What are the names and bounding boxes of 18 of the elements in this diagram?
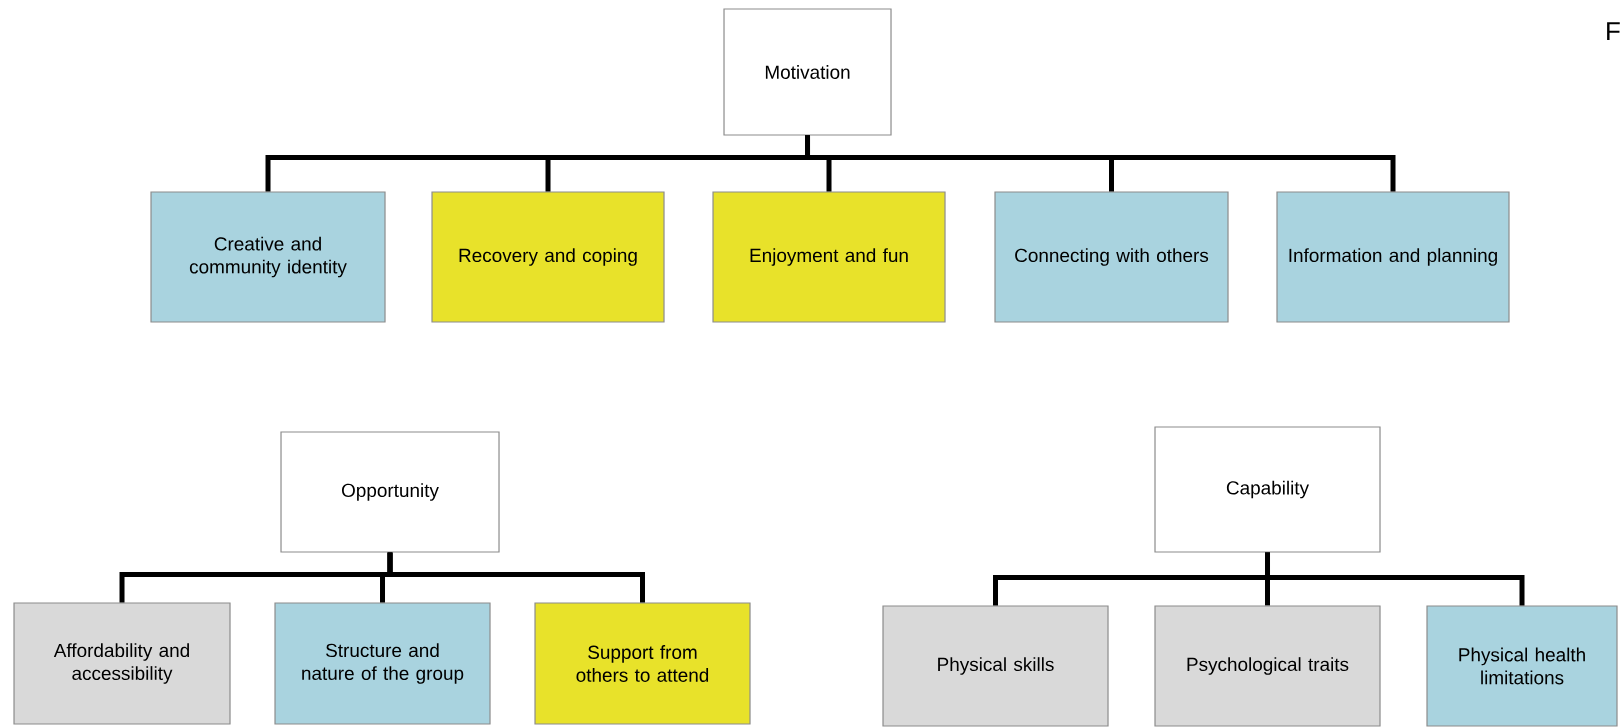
theme-box: Affordability and accessibility — [13, 602, 231, 725]
theme-box: Information and planning — [1276, 191, 1510, 323]
connector-line — [1265, 552, 1525, 606]
theme-box: Support from others to attend — [534, 602, 751, 725]
theme-box: Connecting with others — [994, 191, 1229, 323]
label: F — [1607, 22, 1620, 40]
theme-box: Structure and nature of the group — [274, 602, 491, 725]
category-box: Opportunity — [280, 431, 500, 553]
category-box: Motivation — [723, 8, 892, 136]
theme-box: Creative and community identity — [150, 191, 386, 323]
category-box: Capability — [1154, 426, 1381, 553]
theme-box: Enjoyment and fun — [712, 191, 946, 323]
connector-line — [387, 552, 645, 603]
theme-box: Physical skills — [882, 605, 1109, 727]
theme-box: Physical health limitations — [1426, 605, 1618, 727]
theme-box: Psychological traits — [1154, 605, 1381, 727]
connector-line — [805, 135, 1396, 192]
theme-box: Recovery and coping — [431, 191, 665, 323]
